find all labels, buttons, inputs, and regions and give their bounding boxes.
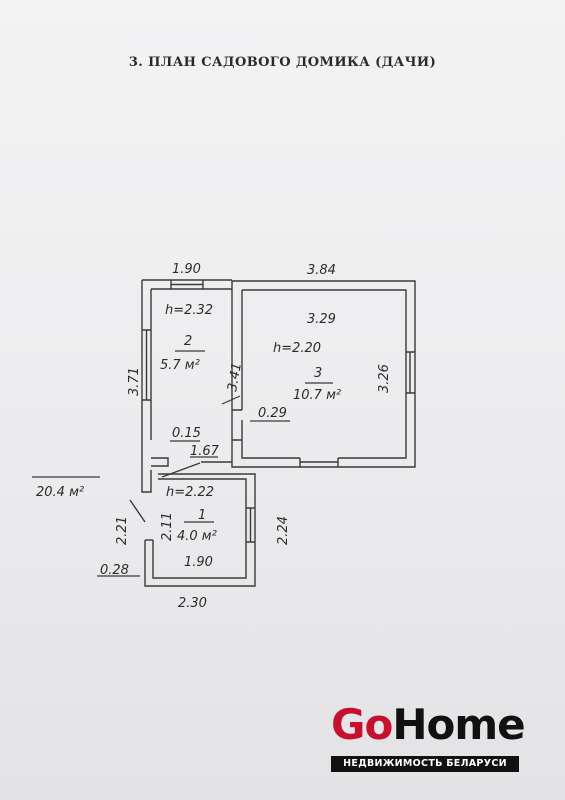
dim-room-1-right: 2.24 [276,516,291,545]
dim-top-right: 3.84 [307,263,336,278]
dim-room-1-inner-left: 2.11 [160,512,175,541]
logo-home: Home [392,700,525,749]
logo-tagline: НЕДВИЖИМОСТЬ БЕЛАРУСИ [331,756,519,772]
door-swing-room-3 [221,395,241,405]
room-2-area: 5.7 м² [160,358,200,373]
gohome-logo: GoHome НЕДВИЖИМОСТЬ БЕЛАРУСИ [331,700,526,776]
room-3-height: h=2.20 [273,341,321,356]
logo-wordmark: GoHome [331,700,526,750]
room-2-number: 2 [184,334,192,349]
dim-partition: 3.41 [225,362,245,393]
dim-room-1-step: 0.28 [100,563,129,578]
dim-room-2-left: 3.71 [127,367,142,396]
plan-title: 3. ПЛАН САДОВОГО ДОМИКА (ДАЧИ) [128,55,437,70]
logo-go: Go [331,700,393,749]
dim-room-2-door: 0.15 [172,426,201,441]
dim-room-3-inner: 3.29 [307,312,336,327]
room-1-height: h=2.22 [166,485,214,500]
room-1-number: 1 [198,508,206,523]
dim-room-3-right: 3.26 [377,364,392,393]
room-3-number: 3 [314,366,322,381]
dim-room-1-bottom: 2.30 [178,596,207,611]
room-1-area: 4.0 м² [177,529,217,544]
dim-room-1-bottom-inner: 1.90 [184,555,213,570]
room-2-height: h=2.32 [165,303,213,318]
dim-room-1-outer-left: 2.21 [115,516,130,545]
label-underlines [32,350,333,577]
total-area: 20.4 м² [36,485,84,500]
room-3-area: 10.7 м² [293,388,341,403]
room-3-walls [231,280,416,468]
dim-room-1-top: 1.67 [190,444,220,459]
dim-top-left: 1.90 [172,262,201,277]
dim-door-room-3: 0.29 [258,406,287,421]
room-1-walls [129,473,256,587]
room-2-walls [141,279,232,493]
